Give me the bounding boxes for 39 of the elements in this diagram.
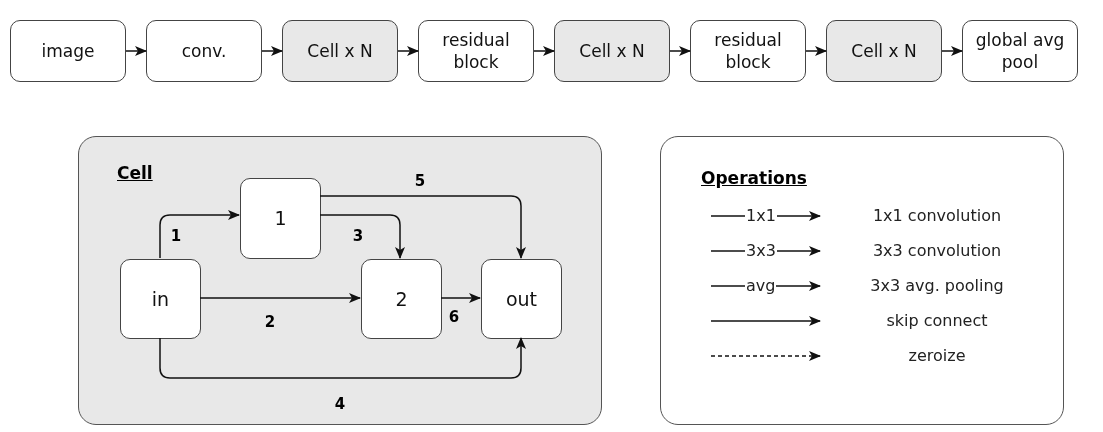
block-box: conv. [146, 20, 262, 82]
panel-heading: Operations [701, 167, 807, 190]
legend-text: 1x1 convolution [872, 208, 1002, 224]
arrow [319, 195, 526, 259]
edge-label: 4 [332, 396, 348, 412]
arrow [199, 293, 361, 303]
cell-node-box: 2 [361, 259, 442, 339]
arrow [125, 46, 147, 56]
edge-label: 6 [446, 309, 462, 325]
block-box: Cell x N [826, 20, 942, 82]
edge-label: 5 [412, 173, 428, 189]
legend-text: 3x3 convolution [872, 243, 1002, 259]
block-box: image [10, 20, 126, 82]
legend-text: skip connect [886, 313, 988, 329]
arrow [261, 46, 283, 56]
block-box: Cell x N [554, 20, 670, 82]
arrow [319, 214, 405, 259]
arrow [533, 46, 555, 56]
legend-text: 3x3 avg. pooling [870, 278, 1004, 294]
cell-node-box: in [120, 259, 201, 339]
cell-panel [78, 136, 602, 425]
block-box: residual block [690, 20, 806, 82]
block-box: residual block [418, 20, 534, 82]
arrow [159, 210, 240, 259]
panel-heading: Cell [117, 162, 153, 185]
arrow [440, 293, 481, 303]
cell-node-box: out [481, 259, 562, 339]
arrow [669, 46, 691, 56]
arrow [805, 46, 827, 56]
block-box: Cell x N [282, 20, 398, 82]
arrow [159, 337, 526, 379]
arrow [397, 46, 419, 56]
legend-text: zeroize [908, 348, 966, 364]
arrow [941, 46, 963, 56]
sample-label: 3x3 [745, 243, 777, 259]
legend-panel [660, 136, 1064, 425]
sample-label: 1x1 [745, 208, 777, 224]
cell-node-box: 1 [240, 178, 321, 259]
block-box: global avg pool [962, 20, 1078, 82]
